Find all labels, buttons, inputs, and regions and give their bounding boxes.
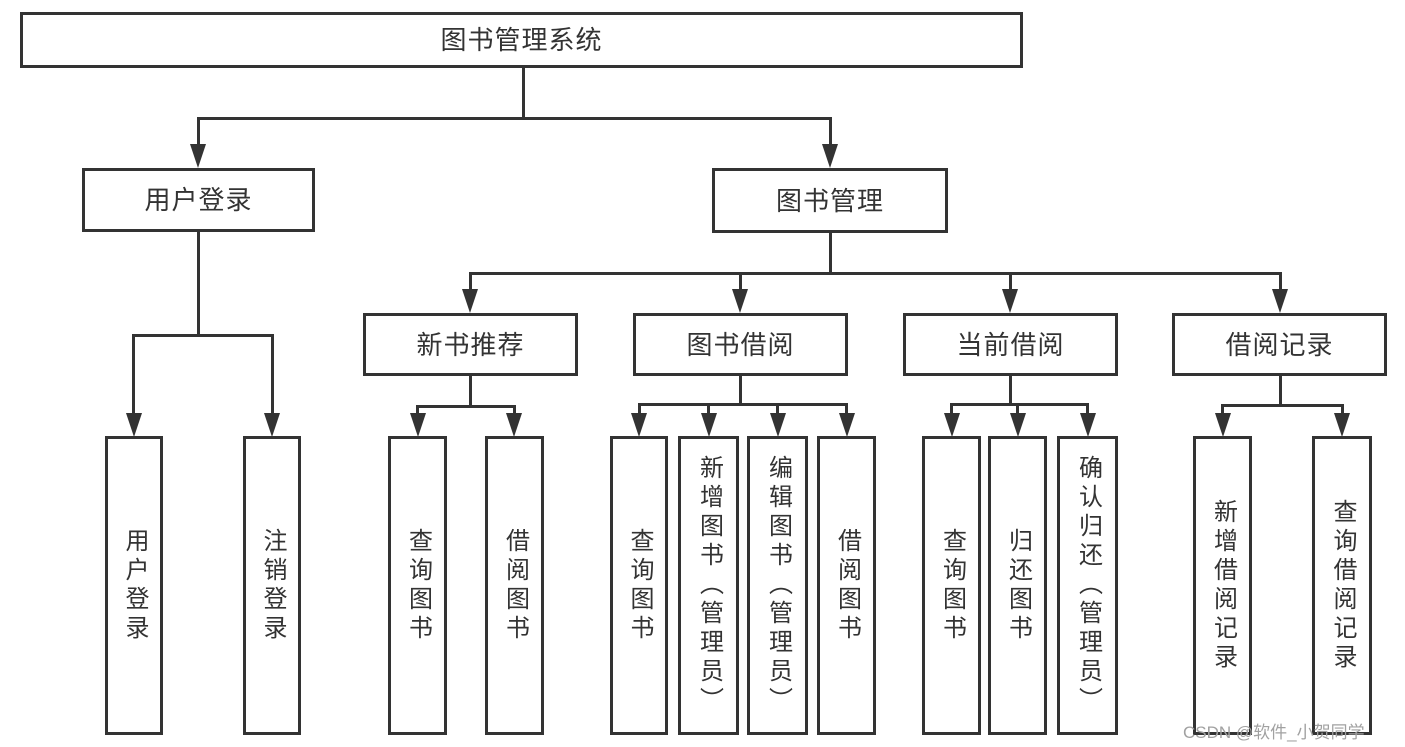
connector-level2-bar (196, 116, 832, 120)
leaf-logout: 注销登录 (243, 436, 301, 735)
leaf-query-book-1-label: 查询图书 (404, 527, 432, 644)
connector-trunk (738, 376, 742, 404)
connector-trunk (468, 376, 472, 406)
connector-drop (1086, 404, 1089, 416)
node-root: 图书管理系统 (20, 12, 1023, 68)
leaf-user-login-label: 用户登录 (121, 527, 148, 644)
connector-drop (416, 406, 419, 416)
connector-drop (637, 404, 641, 416)
connector-drop (512, 406, 516, 416)
connector-drop (270, 335, 274, 415)
leaf-add-borrow-record-label: 新增借阅记录 (1209, 498, 1237, 673)
leaf-query-book-3-label: 查询图书 (938, 527, 966, 644)
node-borrow-records: 借阅记录 (1172, 313, 1387, 376)
node-book-management: 图书管理 (712, 168, 948, 233)
connector-drop (1008, 273, 1012, 293)
leaf-add-book-admin: 新增图书（管理员） (678, 436, 739, 735)
connector-drop (845, 404, 848, 416)
arrowhead-icon (1009, 413, 1026, 437)
connector-drop (950, 404, 953, 416)
connector-drop (828, 118, 832, 148)
connector-bar (416, 404, 516, 408)
arrowhead-icon (822, 144, 838, 168)
node-book-management-label: 图书管理 (775, 185, 884, 216)
leaf-edit-book-admin-label: 编辑图书（管理员） (764, 455, 792, 716)
arrowhead-icon (125, 413, 142, 437)
arrowhead-icon (506, 413, 522, 437)
arrowhead-icon (409, 413, 426, 437)
connector-drop (468, 273, 472, 293)
node-borrow-records-label: 借阅记录 (1225, 329, 1334, 360)
leaf-confirm-return-admin: 确认归还（管理员） (1057, 436, 1118, 735)
arrowhead-icon (1272, 289, 1288, 313)
leaf-query-borrow-record: 查询借阅记录 (1312, 436, 1372, 735)
leaf-borrow-book-1: 借阅图书 (485, 436, 544, 735)
connector-trunk (1278, 376, 1282, 405)
connector-user-login-bar (132, 333, 274, 337)
leaf-user-login: 用户登录 (105, 436, 163, 735)
connector-drop (1340, 405, 1344, 416)
connector-drop (196, 118, 200, 148)
connector-book-mgmt-trunk (828, 233, 832, 273)
leaf-add-borrow-record: 新增借阅记录 (1193, 436, 1252, 735)
connector-user-login-trunk (196, 232, 200, 335)
arrowhead-icon (462, 289, 478, 313)
arrowhead-icon (1079, 413, 1096, 437)
connector-trunk (1008, 376, 1012, 404)
leaf-return-book: 归还图书 (988, 436, 1047, 735)
arrowhead-icon (1002, 289, 1018, 313)
connector-drop (1278, 273, 1282, 293)
node-root-label: 图书管理系统 (440, 25, 603, 55)
connector-drop (738, 273, 742, 293)
node-book-borrow-label: 图书借阅 (686, 329, 795, 360)
connector-drop (1016, 404, 1019, 416)
leaf-query-borrow-record-label: 查询借阅记录 (1329, 498, 1356, 673)
node-new-book-recommend: 新书推荐 (363, 313, 578, 376)
leaf-query-book-1: 查询图书 (388, 436, 447, 735)
connector-bar (637, 402, 848, 406)
connector-drop (707, 404, 710, 416)
arrowhead-icon (264, 413, 280, 437)
leaf-borrow-book-1-label: 借阅图书 (501, 527, 529, 644)
arrowhead-icon (838, 413, 855, 437)
node-current-borrow-label: 当前借阅 (956, 329, 1065, 360)
node-new-book-recommend-label: 新书推荐 (416, 329, 525, 360)
connector-root-trunk (521, 68, 525, 118)
connector-level3-bar (468, 271, 1282, 275)
leaf-query-book-2: 查询图书 (610, 436, 668, 735)
arrowhead-icon (700, 413, 717, 437)
node-book-borrow: 图书借阅 (633, 313, 848, 376)
arrowhead-icon (631, 413, 647, 437)
connector-drop (1221, 405, 1224, 416)
leaf-logout-label: 注销登录 (259, 527, 286, 644)
leaf-return-book-label: 归还图书 (1004, 527, 1032, 644)
node-current-borrow: 当前借阅 (903, 313, 1118, 376)
node-user-login: 用户登录 (82, 168, 315, 232)
node-user-login-label: 用户登录 (144, 185, 253, 215)
leaf-borrow-book-2: 借阅图书 (817, 436, 876, 735)
connector-drop (132, 335, 135, 415)
arrowhead-icon (190, 144, 206, 168)
leaf-query-book-2-label: 查询图书 (626, 527, 653, 644)
csdn-watermark: CSDN @软件_小贺同学 (1183, 723, 1365, 742)
connector-bar (950, 402, 1089, 406)
arrowhead-icon (732, 289, 748, 313)
arrowhead-icon (1214, 413, 1231, 437)
leaf-edit-book-admin: 编辑图书（管理员） (747, 436, 808, 735)
leaf-add-book-admin-label: 新增图书（管理员） (695, 455, 723, 716)
arrowhead-icon (769, 413, 786, 437)
arrowhead-icon (1334, 413, 1350, 437)
arrowhead-icon (943, 413, 960, 437)
connector-bar (1221, 403, 1344, 407)
leaf-confirm-return-admin-label: 确认归还（管理员） (1074, 455, 1102, 716)
connector-drop (776, 404, 779, 416)
leaf-borrow-book-2-label: 借阅图书 (833, 527, 861, 644)
leaf-query-book-3: 查询图书 (922, 436, 981, 735)
